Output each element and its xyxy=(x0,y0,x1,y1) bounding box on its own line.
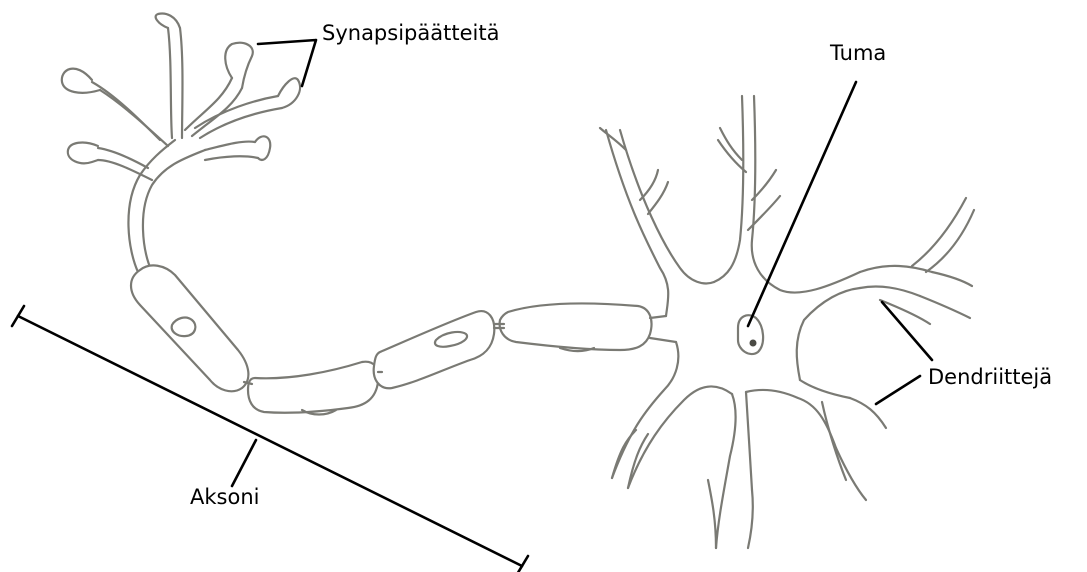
synapse-label: Synapsipäätteitä xyxy=(322,21,499,45)
synapse-pointer xyxy=(258,40,316,86)
axon-pointer xyxy=(232,440,256,486)
nucleus-label: Tuma xyxy=(829,41,886,65)
axon-label: Aksoni xyxy=(190,485,259,509)
dendrites-label: Dendriittejä xyxy=(928,365,1052,389)
myelin-sheath xyxy=(131,265,676,414)
cell-body xyxy=(600,96,974,548)
axon-terminals xyxy=(62,14,300,272)
dendrite-pointer xyxy=(876,302,932,404)
nucleus-pointer xyxy=(748,82,856,326)
